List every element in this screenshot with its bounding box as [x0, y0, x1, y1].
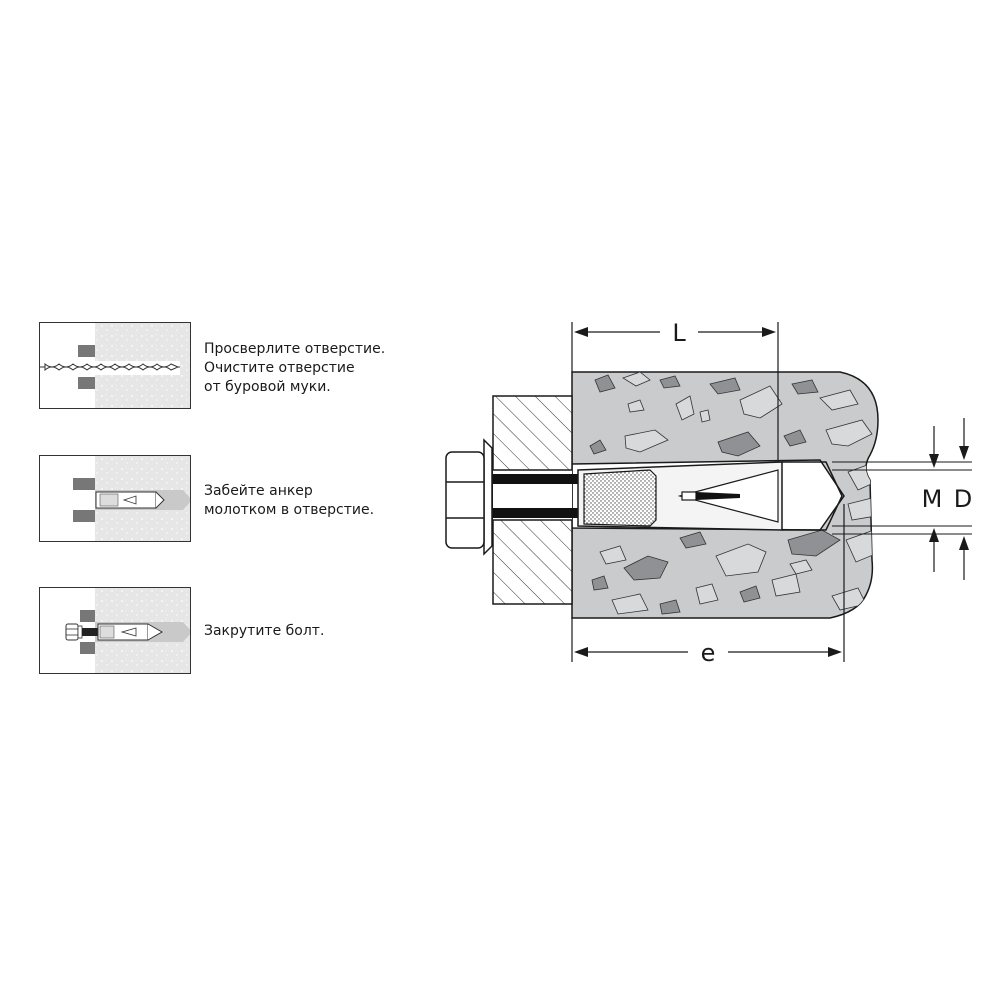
dimension-L-label: L	[672, 319, 686, 347]
step-3-text: Закрутите болт.	[204, 622, 324, 641]
hammer-anchor-icon	[73, 456, 190, 541]
anchor-sleeve	[577, 461, 843, 531]
step-2-illustration	[39, 455, 191, 542]
step-2-text: Забейте анкер молотком в отверстие.	[204, 482, 374, 520]
drill-bit-icon	[40, 323, 190, 408]
dimension-D-label: D	[954, 485, 972, 513]
step-3-illustration	[39, 587, 191, 674]
bolt-icon	[65, 588, 190, 673]
step-1-illustration	[39, 322, 191, 409]
dimension-e: e	[571, 504, 845, 667]
step-3-line-1: Закрутите болт.	[204, 623, 325, 639]
step-2-line-2: молотком в отверстие.	[204, 502, 375, 518]
dimension-M-D: M D	[832, 418, 972, 580]
step-1-text: Просверлите отверстие. Очистите отверсти…	[204, 340, 385, 397]
step-1-line-2: Очистите отверстие	[204, 360, 355, 376]
step-1-line-1: Просверлите отверстие.	[204, 341, 386, 357]
dimension-e-label: e	[701, 639, 716, 667]
dimension-L: L	[571, 319, 779, 462]
fixture-plate	[492, 395, 573, 605]
step-1-line-3: от буровой муки.	[204, 379, 331, 395]
step-2-line-1: Забейте анкер	[204, 483, 313, 499]
bolt	[445, 438, 582, 556]
dimension-M-label: M	[922, 485, 943, 513]
